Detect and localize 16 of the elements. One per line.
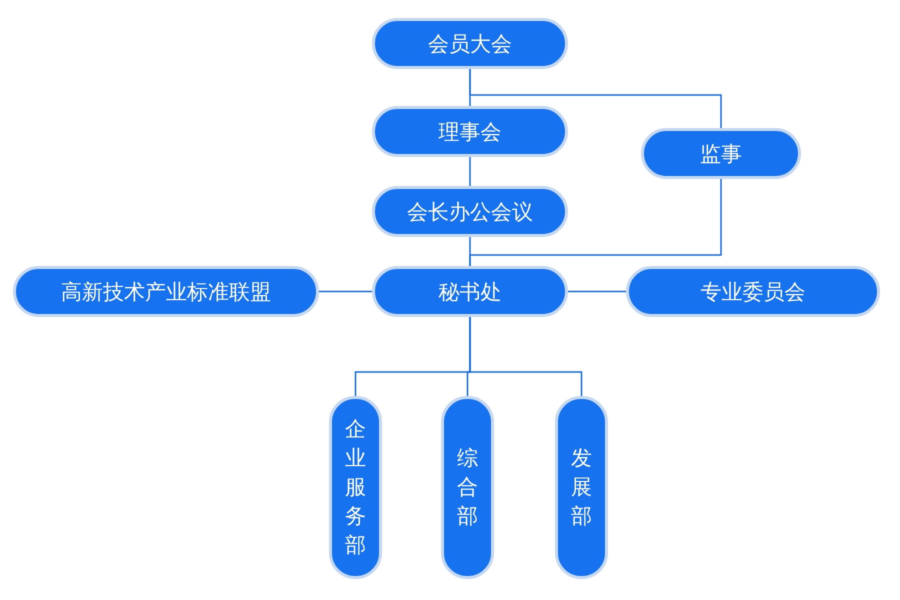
connector-line	[469, 317, 582, 396]
rounded-box: 专业委员会	[626, 266, 880, 317]
connector-line	[469, 69, 722, 128]
rounded-box: 理事会	[372, 106, 568, 157]
rounded-box: 监事	[641, 128, 801, 179]
rounded-box: 会长办公会议	[372, 186, 568, 237]
rounded-box: 综合部	[441, 396, 494, 579]
connector-line	[469, 157, 471, 186]
connector-line	[469, 179, 722, 266]
rounded-box: 秘书处	[372, 266, 568, 317]
connector-line	[319, 290, 372, 292]
rounded-box: 高新技术产业标准联盟	[13, 266, 319, 317]
rounded-box: 发展部	[555, 396, 608, 579]
rounded-box: 企业服务部	[329, 396, 382, 579]
rounded-box: 会员大会	[372, 18, 568, 69]
connector-line	[568, 290, 626, 292]
